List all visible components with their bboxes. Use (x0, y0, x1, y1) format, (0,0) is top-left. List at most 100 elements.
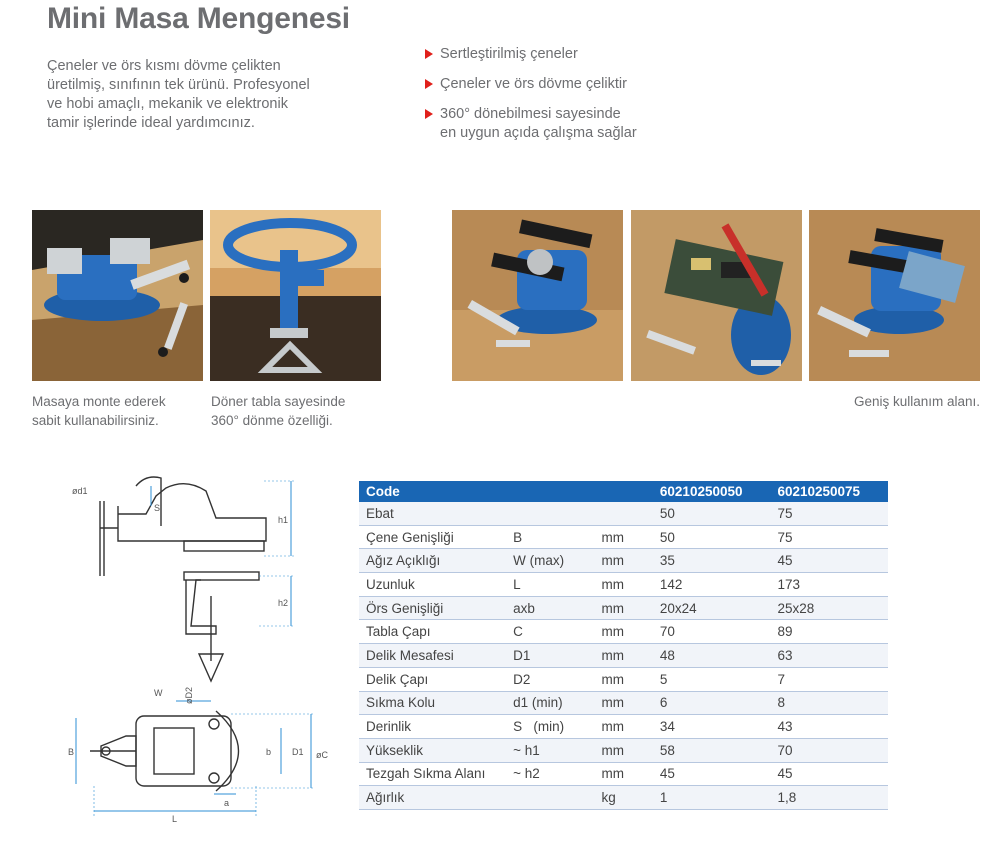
table-cell: 7 (770, 667, 888, 692)
table-cell: Ağırlık (359, 785, 507, 810)
table-cell: mm (594, 738, 653, 763)
table-cell: 75 (770, 502, 888, 526)
red-arrow-icon (425, 49, 433, 59)
table-cell: W (max) (506, 548, 595, 574)
photo-usage-coin (452, 210, 623, 381)
table-cell: 43 (770, 714, 888, 739)
caption-line: Masaya monte ederek (32, 394, 166, 409)
table-cell: 58 (652, 738, 771, 763)
feature-text: en uygun açıda çalışma sağlar (440, 125, 637, 141)
table-cell: 1 (652, 785, 771, 810)
table-cell: mm (594, 667, 653, 692)
table-cell: mm (594, 596, 653, 621)
feature-text: Sertleştirilmiş çeneler (440, 46, 578, 62)
table-cell (506, 785, 595, 810)
table-cell: 5 (652, 667, 771, 692)
table-cell: 50 (652, 502, 771, 526)
table-cell: Delik Çapı (359, 667, 507, 692)
table-cell: 48 (652, 643, 771, 668)
caption-rotating-table: Döner tabla sayesinde 360° dönme özelliğ… (211, 392, 345, 430)
table-cell: C (506, 619, 595, 645)
table-header-cell: 60210250075 (770, 481, 888, 502)
table-cell: 35 (652, 548, 771, 574)
table-cell: 34 (652, 714, 771, 739)
table-cell: axb (506, 596, 595, 621)
table-cell: ~ h2 (506, 762, 595, 787)
table-cell: D2 (506, 667, 595, 692)
intro-line: ve hobi amaçlı, mekanik ve elektronik (47, 96, 288, 112)
table-cell: Çene Genişliği (359, 525, 507, 550)
dim-label: øD2 (184, 687, 194, 704)
dim-label: S (154, 503, 160, 513)
intro-paragraph: Çeneler ve örs kısmı dövme çelikten üret… (47, 57, 377, 133)
table-cell: B (506, 525, 595, 550)
table-header-cell: 60210250050 (652, 481, 771, 502)
table-cell: mm (594, 525, 653, 550)
caption-line: sabit kullanabilirsiniz. (32, 413, 159, 428)
table-cell: 142 (652, 572, 771, 597)
dim-label: ød1 (72, 486, 88, 496)
table-cell: Sıkma Kolu (359, 691, 507, 716)
table-cell: mm (594, 714, 653, 739)
table-cell: D1 (506, 643, 595, 668)
dim-label: h1 (278, 515, 288, 525)
table-cell: 25x28 (770, 596, 888, 621)
intro-line: tamir işlerinde ideal yardımcınız. (47, 115, 255, 131)
table-cell: L (506, 572, 595, 597)
table-cell: 173 (770, 572, 888, 597)
dim-label: a (224, 798, 229, 808)
table-cell: mm (594, 548, 653, 574)
caption-line: Geniş kullanım alanı. (853, 394, 980, 409)
feature-item: Çeneler ve örs dövme çeliktir (425, 75, 745, 94)
table-cell (506, 502, 595, 526)
caption-table-mount: Masaya monte ederek sabit kullanabilirsi… (32, 392, 166, 430)
table-cell: 8 (770, 691, 888, 716)
dim-label: b (266, 747, 271, 757)
table-cell: 45 (770, 548, 888, 574)
table-cell: 75 (770, 525, 888, 550)
table-cell: Yükseklik (359, 738, 507, 763)
photo-rotating-clamp (210, 210, 381, 381)
table-header-row: Code 60210250050 60210250075 (359, 481, 888, 502)
table-cell: mm (594, 572, 653, 597)
intro-line: Çeneler ve örs kısmı dövme çelikten (47, 58, 281, 74)
table-cell: Tabla Çapı (359, 619, 507, 645)
table-cell: 50 (652, 525, 771, 550)
dim-label: B (68, 747, 74, 757)
table-cell: S (min) (506, 714, 595, 739)
table-cell: 45 (770, 762, 888, 787)
table-header-cell: Code (359, 481, 507, 502)
feature-text: Çeneler ve örs dövme çeliktir (440, 76, 627, 92)
table-cell: Ebat (359, 502, 507, 526)
table-cell: Ağız Açıklığı (359, 548, 507, 574)
table-cell: 63 (770, 643, 888, 668)
table-header-cell (506, 481, 595, 502)
table-cell: Uzunluk (359, 572, 507, 597)
table-cell: d1 (min) (506, 691, 595, 716)
caption-usage: Geniş kullanım alanı. (780, 392, 980, 411)
feature-item: Sertleştirilmiş çeneler (425, 45, 745, 64)
caption-line: 360° dönme özelliği. (211, 413, 333, 428)
table-cell: 70 (770, 738, 888, 763)
table-cell: Derinlik (359, 714, 507, 739)
table-cell: Tezgah Sıkma Alanı (359, 762, 507, 787)
table-cell: Delik Mesafesi (359, 643, 507, 668)
table-cell: mm (594, 691, 653, 716)
red-arrow-icon (425, 109, 433, 119)
photo-vise-table-mount (32, 210, 203, 381)
table-cell: kg (594, 785, 653, 810)
table-cell: Örs Genişliği (359, 596, 507, 621)
